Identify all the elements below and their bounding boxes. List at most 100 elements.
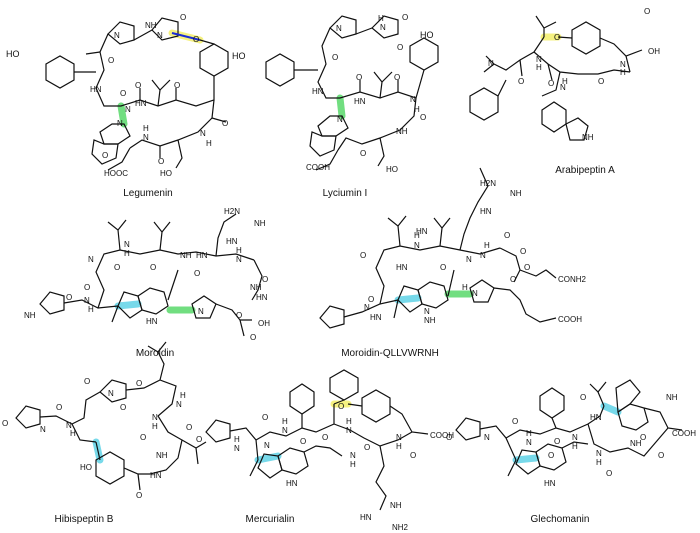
compound-name-legumenin: Legumenin bbox=[123, 188, 172, 199]
structure-hibispeptin-b: O N O O H N N O O H N O N H NH O HN HO O… bbox=[2, 341, 207, 525]
atom-label: H2N bbox=[224, 207, 240, 216]
atom-label: N bbox=[620, 60, 626, 69]
atom-label: H bbox=[462, 283, 468, 292]
atom-label: N bbox=[572, 433, 578, 442]
atom-label: O bbox=[360, 251, 366, 260]
atom-label: N bbox=[337, 115, 343, 124]
atom-label: O bbox=[236, 311, 242, 320]
atom-label: N bbox=[176, 400, 182, 409]
atom-label: O bbox=[658, 451, 664, 460]
atom-label: NH bbox=[582, 133, 594, 142]
atom-label: O bbox=[368, 295, 374, 304]
atom-label: O bbox=[194, 269, 200, 278]
atom-label: O bbox=[114, 263, 120, 272]
structure-moroidin-qllvwrnh: H2N NH HN O H N N H O HN O N O HN O N H … bbox=[319, 167, 587, 359]
atom-label: HN bbox=[354, 97, 366, 106]
compound-name-lyciumin-i: Lyciumin I bbox=[323, 188, 368, 199]
atom-label: N bbox=[410, 95, 416, 104]
atom-label: N bbox=[472, 289, 478, 298]
atom-label: H bbox=[414, 231, 420, 240]
structure-moroidin: NH H2N NH HN O N O H N O NH HN O N H N H… bbox=[24, 207, 270, 359]
atom-label: O bbox=[84, 377, 90, 386]
atom-label: O bbox=[332, 53, 338, 62]
atom-label: O bbox=[193, 35, 199, 44]
atom-label: HN bbox=[370, 313, 382, 322]
atom-label: N bbox=[350, 451, 356, 460]
atom-label: O bbox=[262, 413, 268, 422]
atom-label: HN bbox=[135, 99, 147, 108]
atom-label: HO bbox=[232, 51, 246, 61]
atom-label: N bbox=[88, 255, 94, 264]
atom-label: O bbox=[512, 417, 518, 426]
atom-label: O bbox=[356, 73, 362, 82]
atom-label: O bbox=[420, 113, 426, 122]
atom-label: O bbox=[640, 433, 646, 442]
atom-label: HO bbox=[420, 30, 434, 40]
atom-label: HOOC bbox=[104, 169, 128, 178]
atom-label: H bbox=[536, 63, 542, 72]
atom-label: N bbox=[198, 307, 204, 316]
atom-label: NH bbox=[254, 219, 266, 228]
atom-label: O bbox=[554, 33, 560, 42]
atom-label: N bbox=[536, 55, 542, 64]
structure-glechomanin: O N NH O HN O O H N COOH NH N H O O N H … bbox=[446, 379, 696, 525]
atom-label: O bbox=[180, 13, 186, 22]
atom-label: N bbox=[200, 129, 206, 138]
atom-label: N bbox=[40, 425, 46, 434]
atom-label: O bbox=[186, 423, 192, 432]
atom-label: H bbox=[152, 422, 158, 431]
atom-label: O bbox=[120, 403, 126, 412]
atom-label: N bbox=[108, 389, 114, 398]
atom-label: N bbox=[125, 105, 131, 114]
atom-label: HN bbox=[150, 471, 162, 480]
atom-label: N bbox=[336, 24, 342, 33]
atom-label: O bbox=[136, 491, 142, 500]
atom-label: N bbox=[560, 83, 566, 92]
atom-label: N bbox=[424, 307, 430, 316]
atom-label: N bbox=[66, 421, 72, 430]
atom-label: O bbox=[518, 77, 524, 86]
atom-label: O bbox=[102, 151, 108, 160]
atom-label: O bbox=[196, 435, 202, 444]
atom-label: O bbox=[250, 333, 256, 342]
compound-name-arabipeptin-a: Arabipeptin A bbox=[555, 165, 615, 176]
atom-label: N bbox=[234, 444, 240, 453]
atom-label: O bbox=[300, 437, 306, 446]
atom-label: O bbox=[397, 43, 403, 52]
atom-label: NH2 bbox=[392, 523, 409, 532]
structure-arabipeptin-a: O N H O N H O OH N O H N O NH Arabipepti… bbox=[469, 7, 660, 176]
atom-label: H bbox=[562, 77, 568, 86]
atom-label: N bbox=[596, 449, 602, 458]
atom-label: O bbox=[174, 81, 180, 90]
atom-label: COOH bbox=[430, 431, 454, 440]
atom-label: H bbox=[282, 417, 288, 426]
atom-label: N bbox=[84, 296, 90, 305]
atom-label: HN bbox=[256, 293, 268, 302]
atom-label: O bbox=[56, 403, 62, 412]
atom-label: O bbox=[2, 419, 8, 428]
atom-label: NH bbox=[145, 21, 157, 30]
atom-label: HN bbox=[312, 87, 324, 96]
structure-legumenin: HO N O O N NH O HN N O HN O O H N O N H … bbox=[6, 13, 229, 199]
atom-label: H bbox=[484, 241, 490, 250]
atom-label: O bbox=[120, 89, 126, 98]
atom-label: OH bbox=[258, 319, 270, 328]
atom-label: O bbox=[140, 433, 146, 442]
atom-label: HN bbox=[196, 251, 208, 260]
atom-label: O bbox=[410, 451, 416, 460]
atom-label: O bbox=[364, 443, 370, 452]
compound-name-mercurialin: Mercurialin bbox=[246, 514, 295, 525]
atom-label: HN bbox=[226, 237, 238, 246]
atom-label: N bbox=[364, 303, 370, 312]
atom-label: N bbox=[114, 31, 120, 40]
atom-label: N bbox=[117, 119, 123, 128]
atom-label: HN bbox=[396, 263, 408, 272]
atom-label: O bbox=[548, 79, 554, 88]
atom-label: O bbox=[360, 149, 366, 158]
atom-label: N bbox=[488, 59, 494, 68]
atom-label: H bbox=[620, 68, 626, 77]
atom-label: O bbox=[504, 231, 510, 240]
atom-label: COOH bbox=[672, 429, 696, 438]
atom-label: O bbox=[338, 402, 344, 411]
atom-label: O bbox=[440, 263, 446, 272]
